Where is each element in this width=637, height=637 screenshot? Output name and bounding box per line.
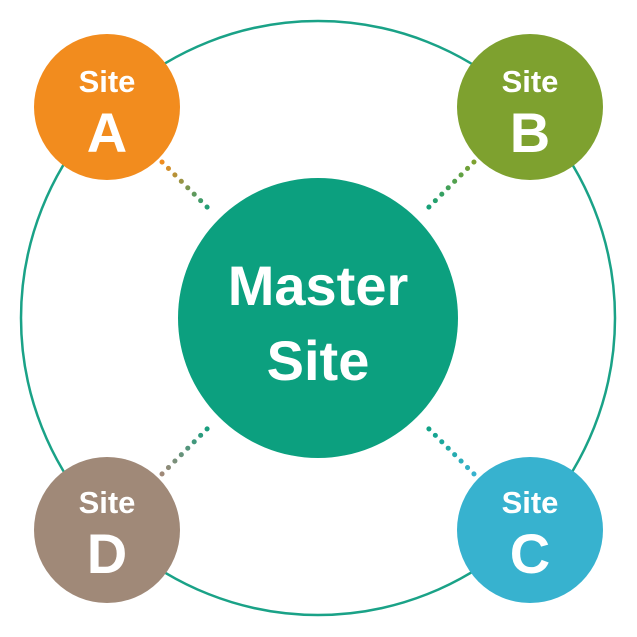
master-site-line2: Site xyxy=(267,329,370,392)
outer-ring xyxy=(19,19,617,617)
site-a-label: Site xyxy=(79,64,136,99)
site-d-letter: D xyxy=(87,522,127,585)
connector-site-a xyxy=(159,159,215,215)
site-b-label: Site xyxy=(502,64,559,99)
master-site-node: Master Site xyxy=(178,178,458,458)
connector-site-c xyxy=(421,421,477,477)
connector-site-d xyxy=(159,421,215,477)
site-b-letter: B xyxy=(510,101,550,164)
site-d-circle xyxy=(34,457,180,603)
site-c-label: Site xyxy=(502,485,559,520)
site-b-circle xyxy=(457,34,603,180)
master-site-line1: Master xyxy=(228,254,409,317)
site-a-circle xyxy=(34,34,180,180)
master-site-circle xyxy=(178,178,458,458)
site-a-node: Site A xyxy=(34,34,180,180)
site-c-node: Site C xyxy=(457,457,603,603)
site-b-node: Site B xyxy=(457,34,603,180)
site-c-letter: C xyxy=(510,522,550,585)
site-d-label: Site xyxy=(79,485,136,520)
site-c-circle xyxy=(457,457,603,603)
connector-site-b xyxy=(421,159,477,215)
site-a-letter: A xyxy=(87,101,127,164)
site-d-node: Site D xyxy=(34,457,180,603)
